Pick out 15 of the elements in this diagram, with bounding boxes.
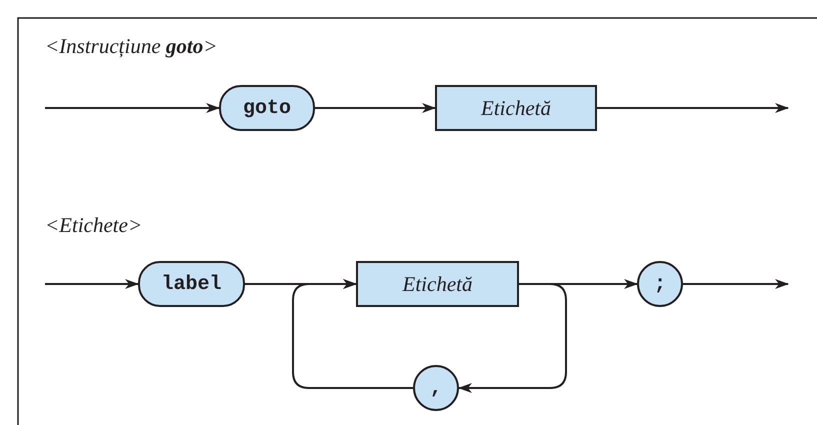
arrow [45,103,220,113]
arrow [458,283,567,393]
keyword-pill: label [138,261,245,307]
arrow [683,279,789,289]
nonterminal-box: Etichetă [435,85,597,131]
arrow [292,279,413,389]
nonterminal-box: Etichetă [356,261,519,307]
rule-heading: <Etichete> [45,213,142,238]
symbol-circle: , [413,365,459,411]
arrow [597,103,789,113]
rule-heading: <Instrucțiune goto> [45,34,218,59]
arrow [45,279,139,289]
arrow [315,103,436,113]
symbol-circle: ; [637,261,683,307]
keyword-pill: goto [219,85,315,131]
